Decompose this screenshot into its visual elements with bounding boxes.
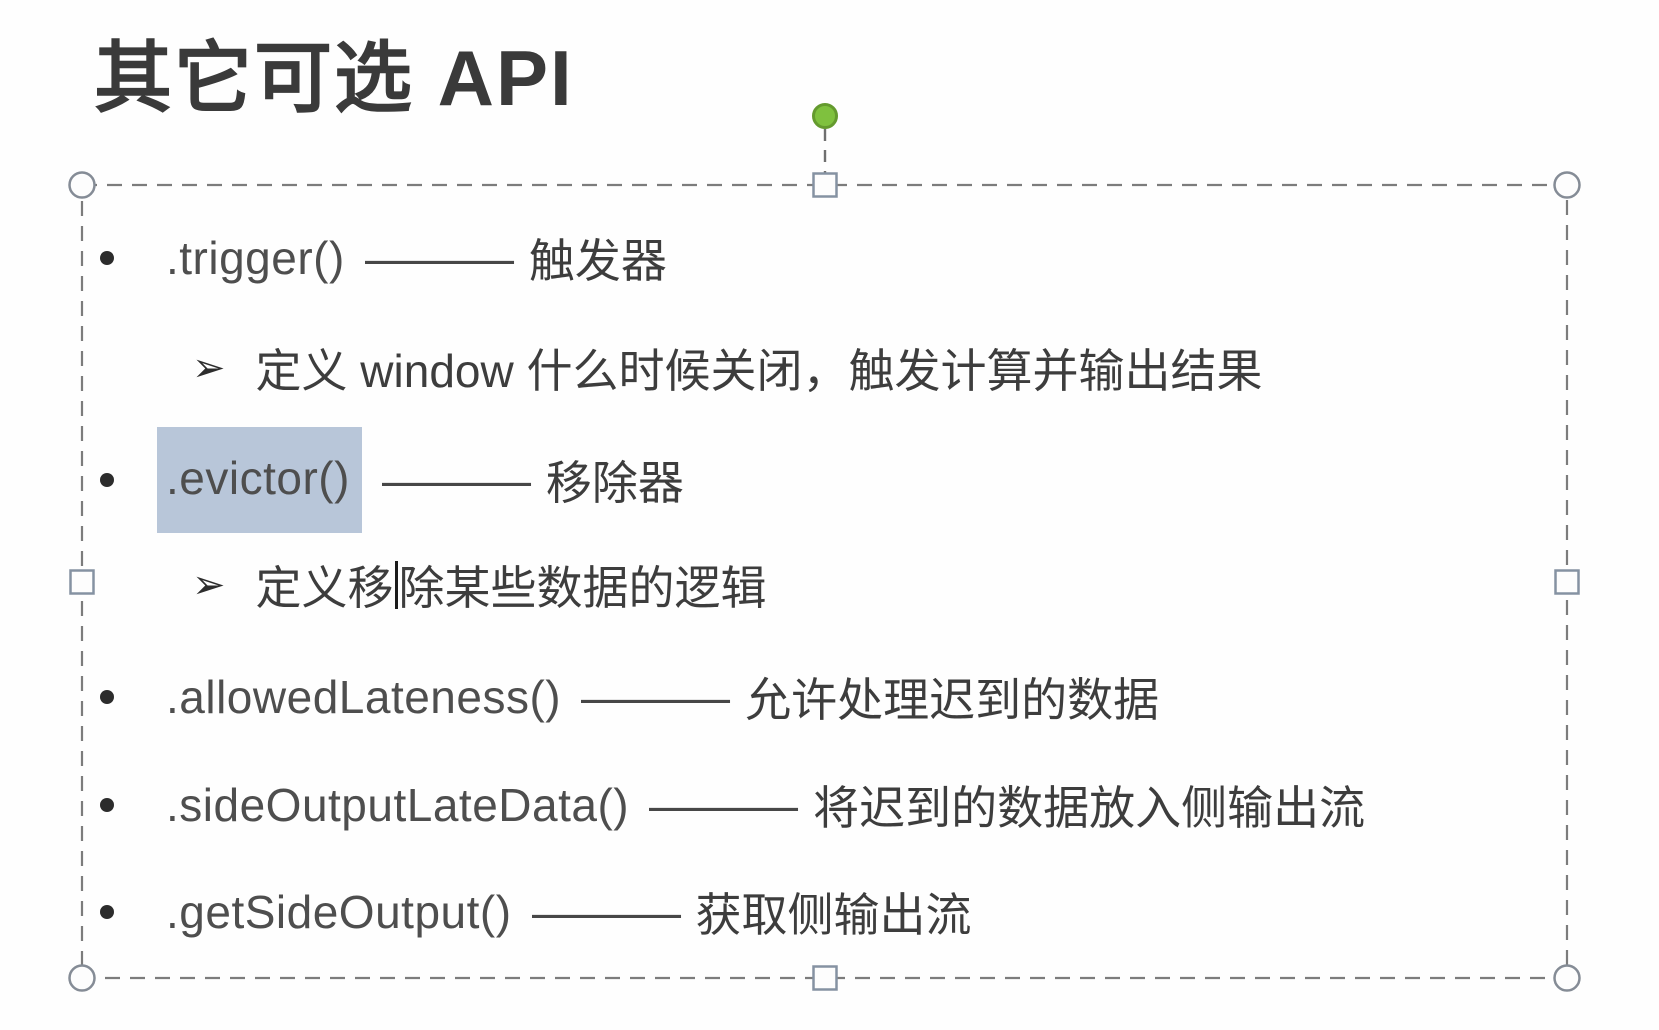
page-title: 其它可选 API	[94, 34, 574, 122]
sub-bullet-text-before-cursor: 定义移	[255, 562, 394, 614]
dash-connector: ——	[581, 671, 731, 723]
api-code: .allowedLateness()	[166, 671, 562, 723]
api-code-selected[interactable]: .evictor()	[157, 427, 362, 533]
bullet-dot-icon	[100, 690, 114, 704]
arrow-bullet-icon: ➢	[192, 346, 226, 390]
resize-handle-middle-right[interactable]	[1554, 569, 1580, 595]
api-code: .getSideOutput()	[166, 886, 512, 938]
bullet-item-evictor: .evictor() —— 移除器	[0, 427, 684, 533]
api-label: 将迟到的数据放入侧输出流	[813, 782, 1366, 834]
sub-bullet-text-after-cursor: 除某些数据的逻辑	[398, 562, 767, 614]
sub-bullet-text: 定义 window 什么时候关闭，触发计算并输出结果	[255, 345, 1263, 397]
bullet-dot-icon	[100, 473, 114, 487]
api-label: 获取侧输出流	[695, 889, 972, 941]
api-code: .sideOutputLateData()	[166, 779, 630, 831]
api-label: 允许处理迟到的数据	[745, 674, 1160, 726]
resize-handle-top-left[interactable]	[68, 171, 96, 199]
resize-handle-top-center[interactable]	[812, 172, 838, 198]
api-label: 触发器	[528, 235, 667, 287]
arrow-bullet-icon: ➢	[192, 563, 226, 607]
bullet-dot-icon	[100, 905, 114, 919]
dash-connector: ——	[531, 886, 681, 938]
dash-connector: ——	[381, 454, 531, 506]
api-code: .trigger()	[166, 232, 345, 284]
resize-handle-bottom-right[interactable]	[1553, 964, 1581, 992]
dash-connector: ——	[649, 779, 799, 831]
bullet-item-allowed-lateness: .allowedLateness() —— 允许处理迟到的数据	[0, 669, 1159, 726]
resize-handle-bottom-left[interactable]	[68, 964, 96, 992]
resize-handle-middle-left[interactable]	[69, 569, 95, 595]
dash-connector: ——	[364, 232, 514, 284]
resize-handle-bottom-center[interactable]	[812, 965, 838, 991]
rotate-handle-icon[interactable]	[812, 103, 838, 129]
resize-handle-top-right[interactable]	[1553, 171, 1581, 199]
bullet-dot-icon	[100, 251, 114, 265]
bullet-item-get-side-output: .getSideOutput() —— 获取侧输出流	[0, 884, 972, 941]
bullet-item-side-output-late-data: .sideOutputLateData() —— 将迟到的数据放入侧输出流	[0, 777, 1365, 834]
sub-bullet-item-trigger-desc: ➢ 定义 window 什么时候关闭，触发计算并输出结果	[0, 340, 1262, 397]
bullet-item-trigger: .trigger() —— 触发器	[0, 230, 667, 287]
sub-bullet-item-evictor-desc: ➢ 定义移除某些数据的逻辑	[0, 557, 767, 614]
api-label: 移除器	[545, 457, 684, 509]
text-cursor	[394, 561, 398, 609]
bullet-dot-icon	[100, 798, 114, 812]
